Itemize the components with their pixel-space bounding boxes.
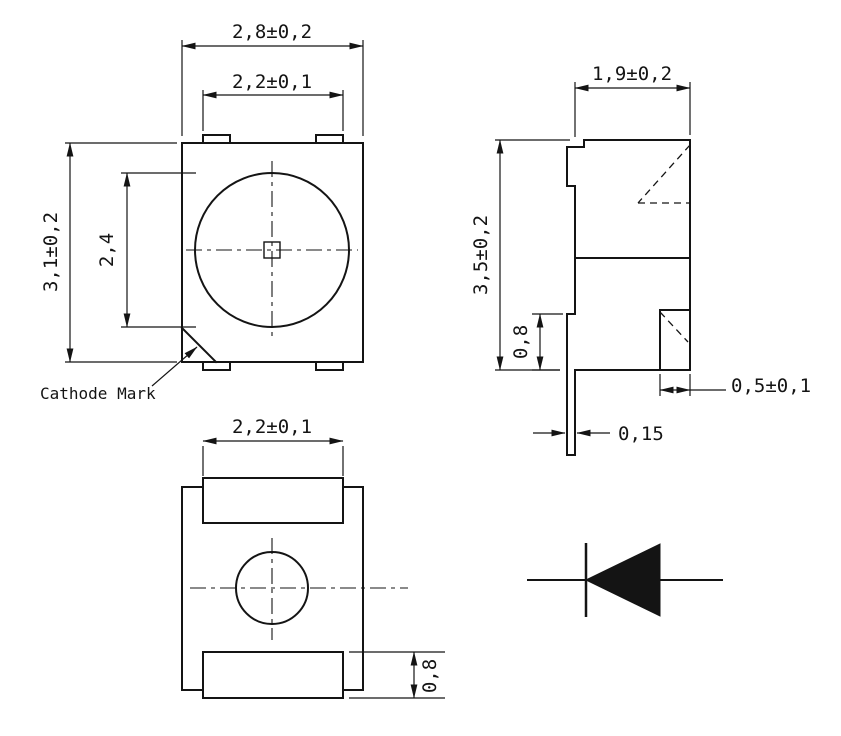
dim-body-height-label: 3,1±0,2 [40,212,62,292]
dim-electrode-label: 0,5±0,1 [731,375,811,397]
electrode-notch-hidden-diagonal [659,311,689,343]
bottom-view-pad-bottom [202,651,344,699]
cathode-chamfer [180,326,218,364]
cathode-mark-label: Cathode Mark [40,384,156,403]
top-view-tab-top-left [202,134,231,144]
top-view-body-outline [181,142,364,363]
dim-pad-width-label: 2,2±0,1 [232,71,312,93]
dim-bottom-pad-width-label: 2,2±0,1 [232,416,312,438]
dim-side-width-label: 1,9±0,2 [592,63,672,85]
diode-symbol [527,543,723,617]
lead-top [566,139,585,187]
dim-body-width-label: 2,8±0,2 [232,21,312,43]
top-view-tab-bottom-left [202,361,231,371]
lead-bottom [566,313,576,456]
bottom-view-pad-top [202,477,344,524]
cathode-mark-leader [151,346,198,387]
side-view: 1,9±0,2 3,5±0,2 0,8 0,15 0,5±0,1 [470,63,811,456]
top-view-tab-bottom-right [315,361,344,371]
dim-lead-thickness-label: 0,15 [618,423,664,445]
top-view-tab-top-right [315,134,344,144]
dim-lens-diameter-label: 2,4 [96,233,118,267]
diode-anode-triangle [584,543,661,617]
dim-bottom-pad-height-label: 0,8 [419,659,441,693]
top-view: 2,8±0,2 2,2±0,1 3,1±0,2 2,4 Cathode Mark [40,21,364,403]
dim-lead-height-label: 0,8 [510,325,532,359]
bottom-view: 2,2±0,1 0,8 [181,416,445,699]
reflector-hidden-diagonal [637,144,691,204]
dim-side-height-label: 3,5±0,2 [470,215,492,295]
